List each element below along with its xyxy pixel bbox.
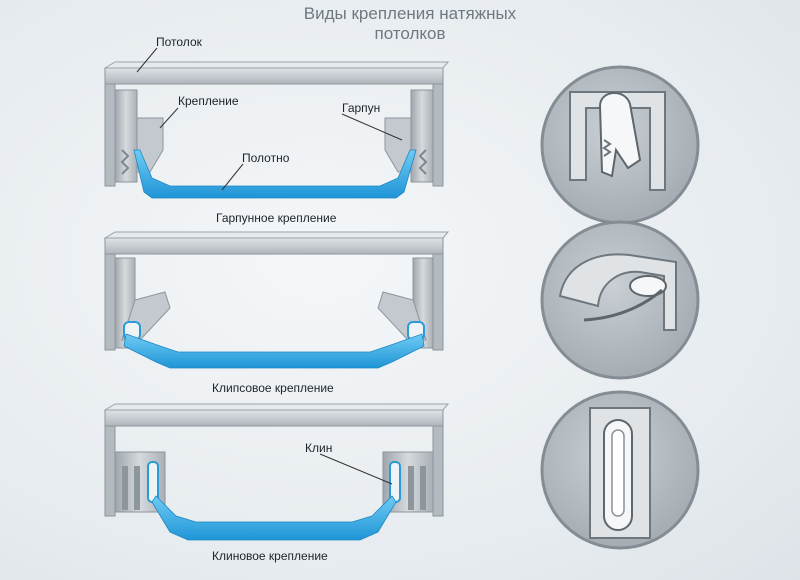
right-wall xyxy=(432,253,444,351)
left-clip-profile xyxy=(114,257,171,349)
caption-wedge-mount: Клиновое крепление xyxy=(212,549,328,563)
left-wall xyxy=(104,253,116,351)
label-canvas: Полотно xyxy=(242,151,290,165)
ceiling-slab xyxy=(104,409,444,427)
harpoon-detail-circle xyxy=(540,65,700,225)
caption-harpoon-mount: Гарпунное крепление xyxy=(216,211,337,225)
left-mount-profile xyxy=(114,89,164,183)
clip-detail-circle xyxy=(540,220,700,380)
label-wedge: Клин xyxy=(305,441,332,455)
title-line-2: потолков xyxy=(374,24,446,43)
left-wall xyxy=(104,83,116,187)
label-ceiling: Потолок xyxy=(156,35,203,49)
left-wall xyxy=(104,425,116,517)
caption-clip-mount: Клипсовое крепление xyxy=(212,381,334,395)
right-clip-profile xyxy=(377,257,434,349)
ceiling-slab xyxy=(104,237,444,255)
right-mount-profile xyxy=(384,89,434,183)
wedge-mount-section: Клин Клиновое крепление xyxy=(103,403,450,563)
ceiling-slab xyxy=(104,67,444,85)
right-wall xyxy=(432,425,444,517)
canvas-sheet xyxy=(133,149,417,199)
diagram-title: Виды крепления натяжных потолков xyxy=(230,4,590,44)
label-mount: Крепление xyxy=(178,94,239,108)
wedge-detail-circle xyxy=(540,390,700,550)
canvas-sheet xyxy=(123,333,425,369)
clip-mount-section: Клипсовое крепление xyxy=(103,231,450,395)
label-harpoon: Гарпун xyxy=(342,101,380,115)
title-line-1: Виды крепления натяжных xyxy=(303,4,517,23)
right-wall xyxy=(432,83,444,187)
harpoon-mount-section: Потолок Крепление Гарпун Полотно Гарпунн… xyxy=(103,35,450,225)
canvas-sheet xyxy=(151,495,397,541)
